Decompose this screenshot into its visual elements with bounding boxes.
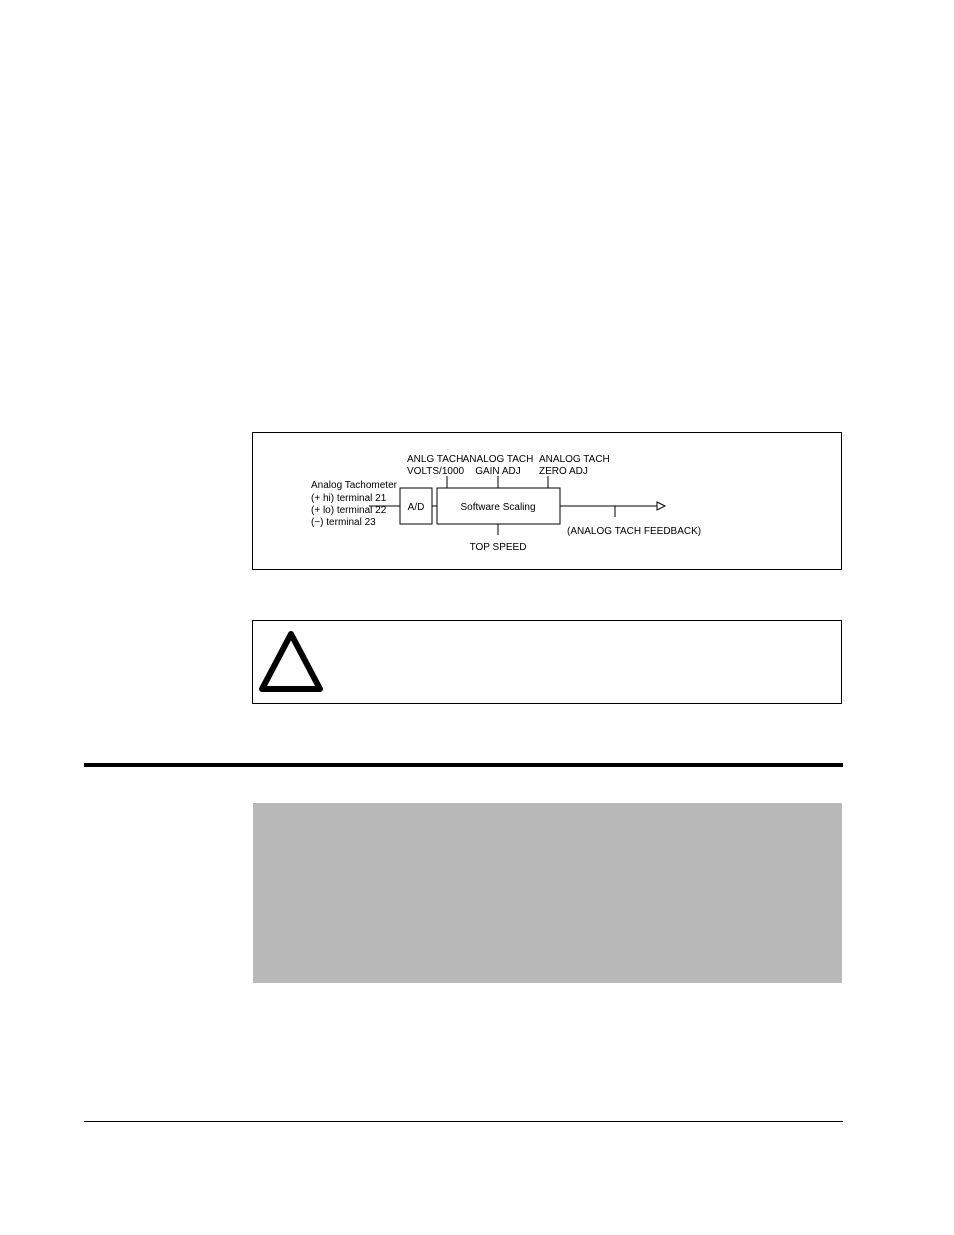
gain-param-label-line1: ANALOG TACH (463, 454, 534, 465)
feedback-label: (ANALOG TACH FEEDBACK) (567, 526, 701, 537)
gain-param-label-line2: GAIN ADJ (475, 466, 521, 477)
output-arrowhead-icon (656, 501, 667, 511)
input-terminal-23: (−) terminal 23 (311, 517, 376, 528)
diagram-canvas: Analog Tachometer (+ hi) terminal 21 (+ … (311, 454, 701, 553)
ad-block-label: A/D (408, 502, 425, 513)
caution-notice (252, 620, 842, 704)
analog-tach-block-diagram: Analog Tachometer (+ hi) terminal 21 (+ … (252, 432, 842, 570)
zero-param-label-line2: ZERO ADJ (539, 466, 588, 477)
input-terminal-22: (+ lo) terminal 22 (311, 505, 387, 516)
volts-param-label-line1: ANLG TACH (407, 454, 463, 465)
input-title: Analog Tachometer (311, 480, 398, 491)
shaded-parameter-panel (253, 803, 842, 983)
footer-divider (84, 1121, 843, 1122)
section-divider (84, 763, 843, 767)
software-scaling-label: Software Scaling (460, 502, 535, 513)
input-terminal-21: (+ hi) terminal 21 (311, 493, 387, 504)
zero-param-label-line1: ANALOG TACH (539, 454, 610, 465)
top-speed-label: TOP SPEED (470, 542, 527, 553)
caution-triangle-icon (259, 631, 323, 692)
volts-param-label-line2: VOLTS/1000 (407, 466, 465, 477)
